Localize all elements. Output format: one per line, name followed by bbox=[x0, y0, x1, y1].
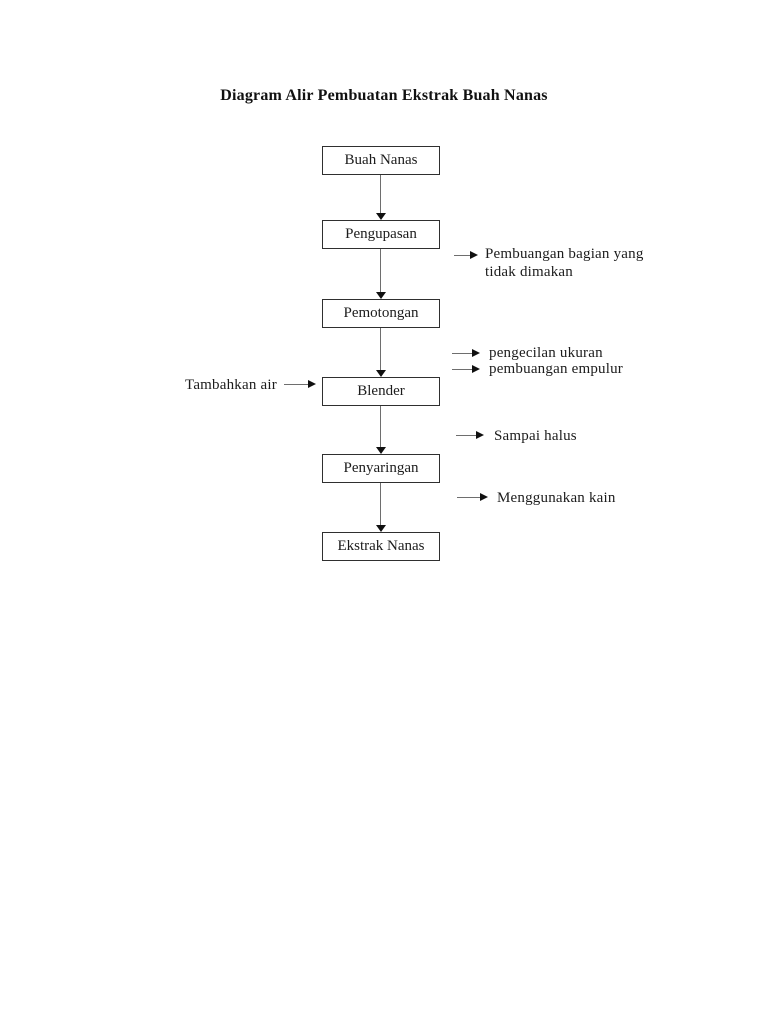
annotation-line bbox=[452, 369, 472, 370]
flow-box-blender: Blender bbox=[322, 377, 440, 406]
arrow-down-icon bbox=[376, 447, 386, 454]
arrow-right-icon bbox=[472, 349, 480, 357]
flow-box-label: Penyaringan bbox=[343, 460, 419, 476]
connector-line bbox=[380, 328, 381, 370]
note-menggunakan-kain: Menggunakan kain bbox=[497, 490, 616, 506]
flow-box-label: Ekstrak Nanas bbox=[337, 538, 425, 554]
flow-box-label: Buah Nanas bbox=[344, 152, 418, 168]
flow-box-ekstrak-nanas: Ekstrak Nanas bbox=[322, 532, 440, 561]
flow-box-label: Pemotongan bbox=[343, 305, 419, 321]
connector-line bbox=[380, 483, 381, 525]
flow-box-label: Pengupasan bbox=[345, 226, 417, 242]
annotation-line bbox=[456, 435, 476, 436]
arrow-down-icon bbox=[376, 213, 386, 220]
flow-box-label: Blender bbox=[357, 383, 405, 399]
flow-box-buah-nanas: Buah Nanas bbox=[322, 146, 440, 175]
arrow-down-icon bbox=[376, 525, 386, 532]
annotation-line bbox=[452, 353, 472, 354]
annotation-line bbox=[457, 497, 480, 498]
flow-box-pemotongan: Pemotongan bbox=[322, 299, 440, 328]
arrow-right-icon bbox=[470, 251, 478, 259]
arrow-right-icon bbox=[480, 493, 488, 501]
flow-box-penyaringan: Penyaringan bbox=[322, 454, 440, 483]
diagram-title: Diagram Alir Pembuatan Ekstrak Buah Nana… bbox=[220, 87, 548, 104]
flow-box-pengupasan: Pengupasan bbox=[322, 220, 440, 249]
arrow-down-icon bbox=[376, 370, 386, 377]
note-pembuangan-empulur: pembuangan empulur bbox=[489, 361, 623, 377]
note-sampai-halus: Sampai halus bbox=[494, 428, 577, 444]
arrow-right-icon bbox=[472, 365, 480, 373]
arrow-down-icon bbox=[376, 292, 386, 299]
note-pengecilan-ukuran: pengecilan ukuran bbox=[489, 345, 603, 361]
annotation-line bbox=[454, 255, 470, 256]
connector-line bbox=[380, 249, 381, 292]
connector-line bbox=[380, 406, 381, 447]
arrow-right-icon bbox=[476, 431, 484, 439]
annotation-line bbox=[284, 384, 308, 385]
note-pembuangan-bagian: Pembuangan bagian yang tidak dimakan bbox=[485, 246, 644, 280]
connector-line bbox=[380, 175, 381, 213]
note-tambahkan-air: Tambahkan air bbox=[185, 377, 277, 393]
arrow-right-icon bbox=[308, 380, 316, 388]
